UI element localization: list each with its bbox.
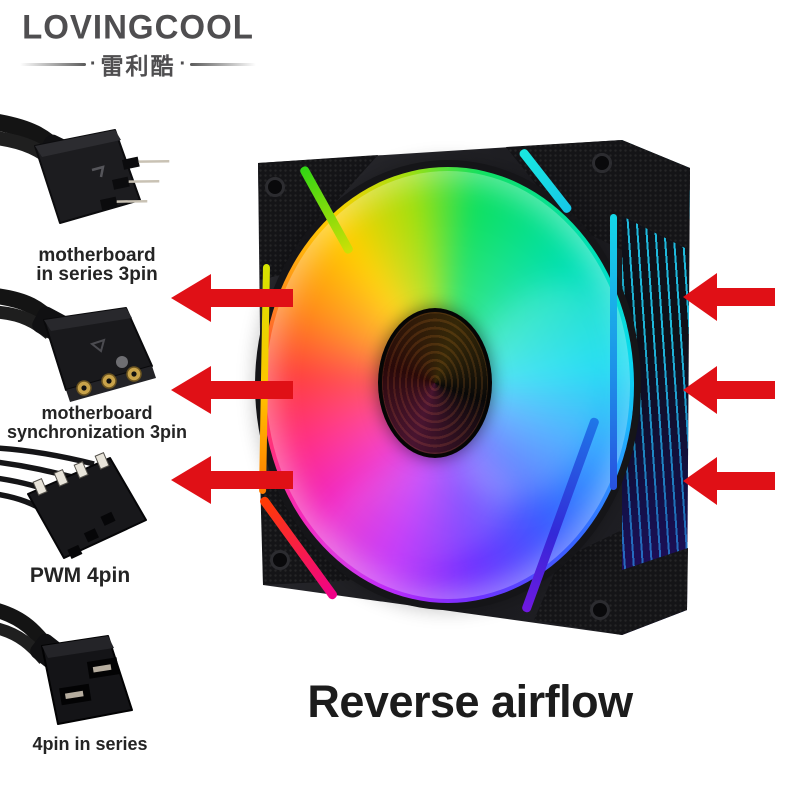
screw-hole-bottom-right [590,600,610,620]
arrow-head [683,366,717,414]
4pin-series-connector-icon [0,603,133,725]
airflow-arrow-right-3 [683,457,775,505]
label-4pin-in-series-line1: 4pin in series [32,734,148,754]
arrow-shaft [715,288,775,306]
arrow-shaft [715,472,775,490]
airflow-arrow-right-2 [683,366,775,414]
caption-reverse-airflow: Reverse airflow [307,676,633,727]
label-3pin-sync: motherboard synchronization 3pin [2,404,192,442]
brand-logo: LOVINGCOOL · 雷利酷 · [20,7,256,81]
airflow-arrow-left-2 [171,366,293,414]
arrow-head [171,456,211,504]
logo-flourish-left [20,62,86,66]
brand-subtitle-row: · 雷利酷 · [20,47,256,81]
arrow-head [171,274,211,322]
4pin-pwm-connector-icon [0,445,147,559]
arrow-head [683,273,717,321]
brand-name-chinese: 雷利酷 [100,53,176,79]
3pin-female-connector-icon [0,288,156,402]
logo-dot-right: · [179,53,187,75]
airflow-arrow-left-3 [171,456,293,504]
label-3pin-in-series-line1: motherboard [38,245,156,266]
airflow-arrow-left-1 [171,274,293,322]
arrow-shaft [209,381,293,399]
logo-dot-left: · [89,53,97,75]
label-4pin-in-series: 4pin in series [15,735,165,754]
label-3pin-sync-line2: synchronization 3pin [6,422,188,442]
label-pwm-4pin: PWM 4pin [10,564,150,587]
label-3pin-sync-line1: motherboard [41,403,153,423]
arrow-shaft [209,471,293,489]
label-3pin-in-series: motherboard in series 3pin [18,246,176,284]
label-3pin-in-series-line2: in series 3pin [36,264,158,285]
fan-hub [378,308,492,458]
arrow-head [171,366,211,414]
brand-name: LOVINGCOOL [22,7,254,46]
arrow-head [683,457,717,505]
logo-flourish-right [190,62,256,66]
3pin-male-connector-icon [0,114,170,224]
airflow-arrow-right-1 [683,273,775,321]
arrow-shaft [209,289,293,307]
rgb-fan-illustration [238,128,693,640]
led-strip-right [610,214,617,490]
arrow-shaft [715,381,775,399]
label-pwm-4pin-line1: PWM 4pin [29,564,131,587]
